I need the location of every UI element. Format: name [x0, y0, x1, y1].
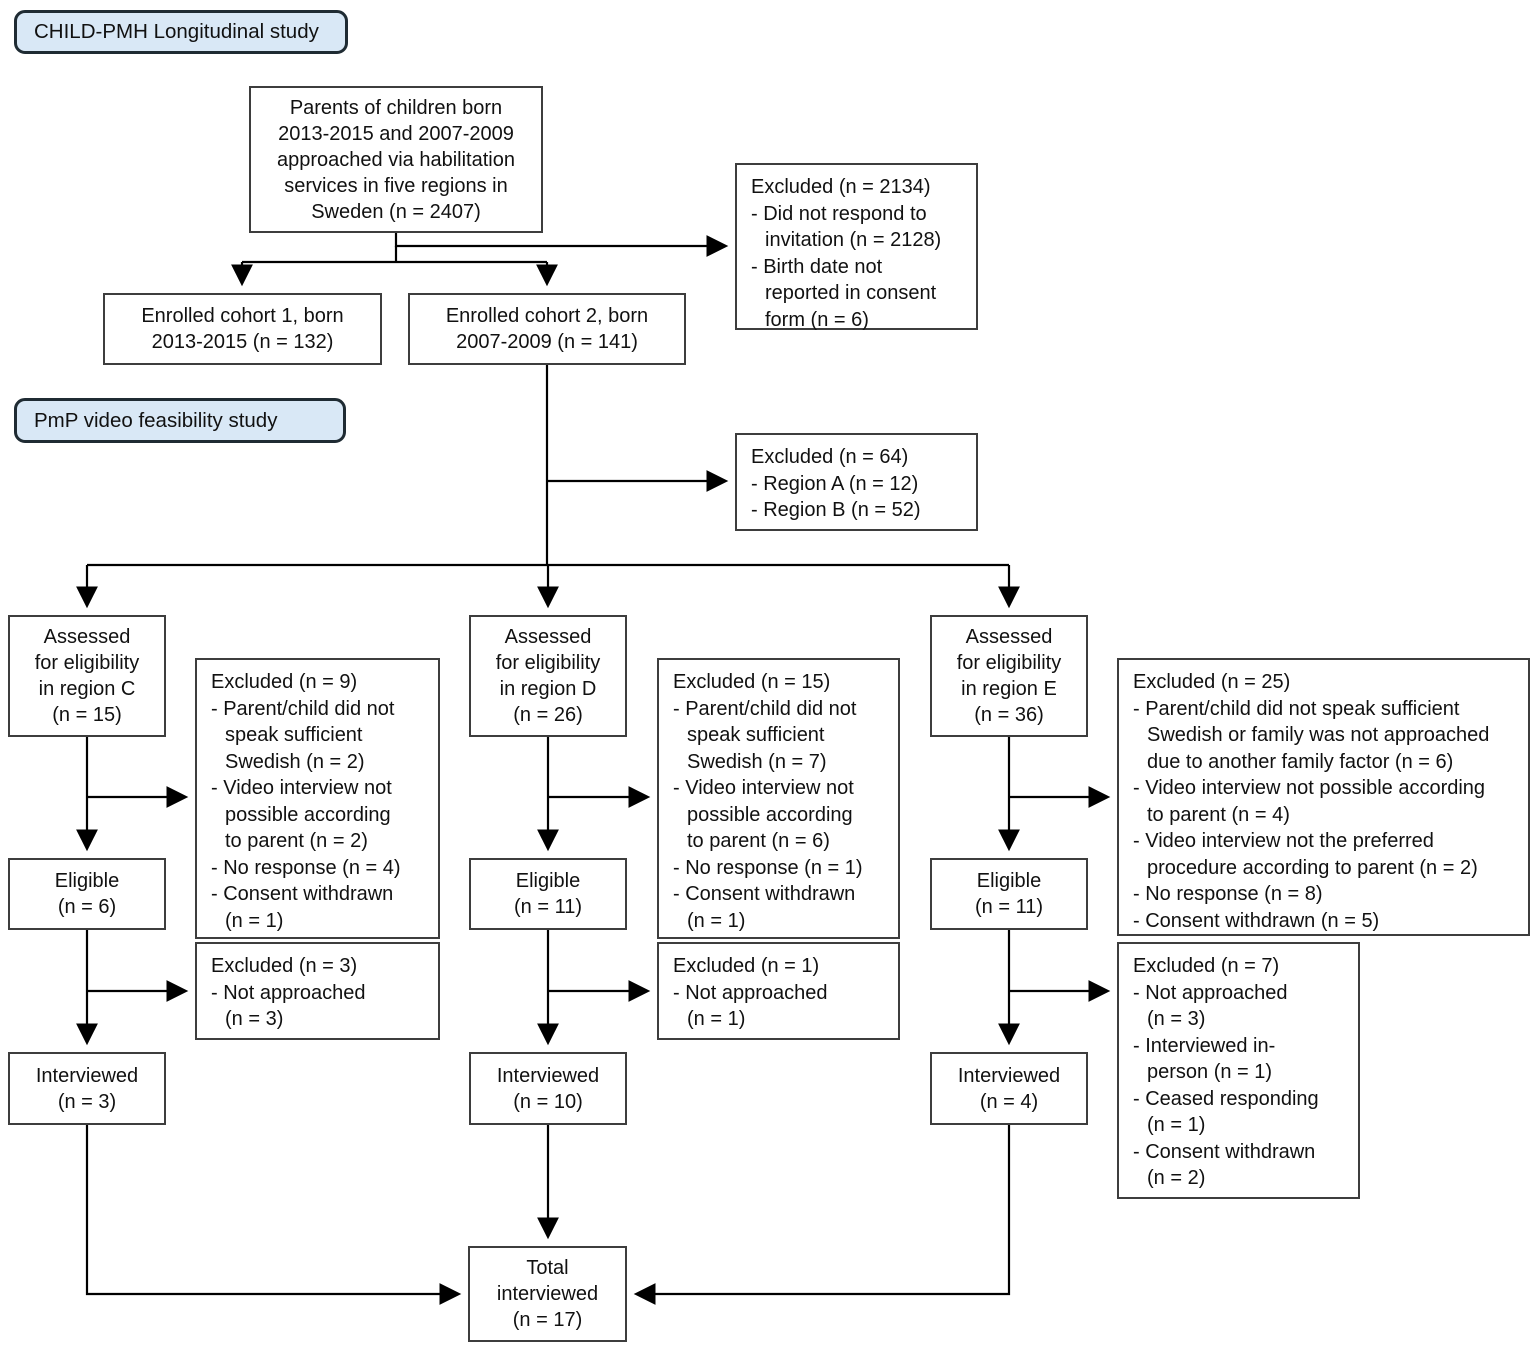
box-interviewed-e: Interviewed (n = 4)	[930, 1052, 1088, 1125]
box-eligible-c: Eligible (n = 6)	[8, 858, 166, 930]
box-enrolled-cohort-1: Enrolled cohort 1, born 2013-2015 (n = 1…	[103, 293, 382, 365]
excluded-reason: - No response (n = 1)	[673, 856, 863, 879]
excluded-reason: - Not approached (n = 3)	[1133, 981, 1288, 1031]
excluded-reason: - Did not respond to invitation (n = 212…	[751, 202, 942, 252]
box-interviewed-d: Interviewed (n = 10)	[469, 1052, 627, 1125]
box-eligible-e: Eligible (n = 11)	[930, 858, 1088, 930]
excluded-reason: - Region A (n = 12)	[751, 472, 919, 495]
excluded-reason: - Video interview not possible according…	[1133, 777, 1486, 826]
box-enrolled-cohort-2: Enrolled cohort 2, born 2007-2009 (n = 1…	[408, 293, 686, 365]
excluded-reason: - Parent/child did not speak sufficient …	[1133, 697, 1490, 773]
excluded-title: Excluded (n = 1)	[673, 955, 820, 977]
excluded-title: Excluded (n = 15)	[673, 671, 831, 693]
box-assessed-region-c: Assessed for eligibility in region C (n …	[8, 615, 166, 737]
excluded-reason: - Birth date not reported in consent for…	[751, 255, 937, 331]
box-excluded-c-eligibility: Excluded (n = 9) - Parent/child did not …	[195, 658, 440, 939]
study-label-pmp-video: PmP video feasibility study	[14, 398, 346, 443]
excluded-reason: - Consent withdrawn (n = 1)	[211, 883, 394, 932]
excluded-title: Excluded (n = 3)	[211, 955, 358, 977]
study-label-child-pmh: CHILD-PMH Longitudinal study	[14, 10, 348, 54]
excluded-reason: - Parent/child did not speak sufficient …	[673, 697, 857, 773]
excluded-title: Excluded (n = 7)	[1133, 955, 1280, 977]
box-excluded-e-approach: Excluded (n = 7) - Not approached (n = 3…	[1117, 942, 1360, 1199]
excluded-reason: - No response (n = 8)	[1133, 883, 1323, 905]
excluded-reason: - Consent withdrawn (n = 1)	[673, 883, 856, 932]
excluded-reason: - Consent withdrawn (n = 2)	[1133, 1140, 1316, 1190]
box-assessed-region-d: Assessed for eligibility in region D (n …	[469, 615, 627, 737]
excluded-reason: - Video interview not possible according…	[211, 777, 392, 852]
box-excluded-d-eligibility: Excluded (n = 15) - Parent/child did not…	[657, 658, 900, 939]
excluded-reason: - Video interview not the preferred proc…	[1133, 830, 1478, 879]
excluded-title: Excluded (n = 25)	[1133, 671, 1291, 693]
excluded-title: Excluded (n = 64)	[751, 446, 909, 468]
box-excluded-initial: Excluded (n = 2134) - Did not respond to…	[735, 163, 978, 331]
excluded-reason: - No response (n = 4)	[211, 856, 401, 879]
excluded-title: Excluded (n = 9)	[211, 671, 358, 693]
box-parents-approached: Parents of children born 2013-2015 and 2…	[249, 86, 543, 233]
box-eligible-d: Eligible (n = 11)	[469, 858, 627, 930]
box-excluded-d-approach: Excluded (n = 1) - Not approached (n = 1…	[657, 942, 900, 1040]
box-interviewed-c: Interviewed (n = 3)	[8, 1052, 166, 1125]
excluded-reason: - Not approached (n = 3)	[211, 981, 366, 1031]
excluded-reason: - Parent/child did not speak sufficient …	[211, 697, 395, 773]
box-total-interviewed: Total interviewed (n = 17)	[468, 1246, 627, 1342]
excluded-reason: - Not approached (n = 1)	[673, 981, 828, 1031]
box-excluded-e-eligibility: Excluded (n = 25) - Parent/child did not…	[1117, 658, 1530, 936]
excluded-reason: - Interviewed in- person (n = 1)	[1133, 1034, 1276, 1084]
box-assessed-region-e: Assessed for eligibility in region E (n …	[930, 615, 1088, 737]
excluded-reason: - Consent withdrawn (n = 5)	[1133, 909, 1380, 932]
excluded-reason: - Region B (n = 52)	[751, 499, 921, 521]
box-excluded-c-approach: Excluded (n = 3) - Not approached (n = 3…	[195, 942, 440, 1040]
excluded-reason: - Ceased responding (n = 1)	[1133, 1087, 1319, 1137]
excluded-reason: - Video interview not possible according…	[673, 777, 854, 852]
excluded-title: Excluded (n = 2134)	[751, 176, 931, 198]
box-excluded-regions-ab: Excluded (n = 64) - Region A (n = 12) - …	[735, 433, 978, 531]
